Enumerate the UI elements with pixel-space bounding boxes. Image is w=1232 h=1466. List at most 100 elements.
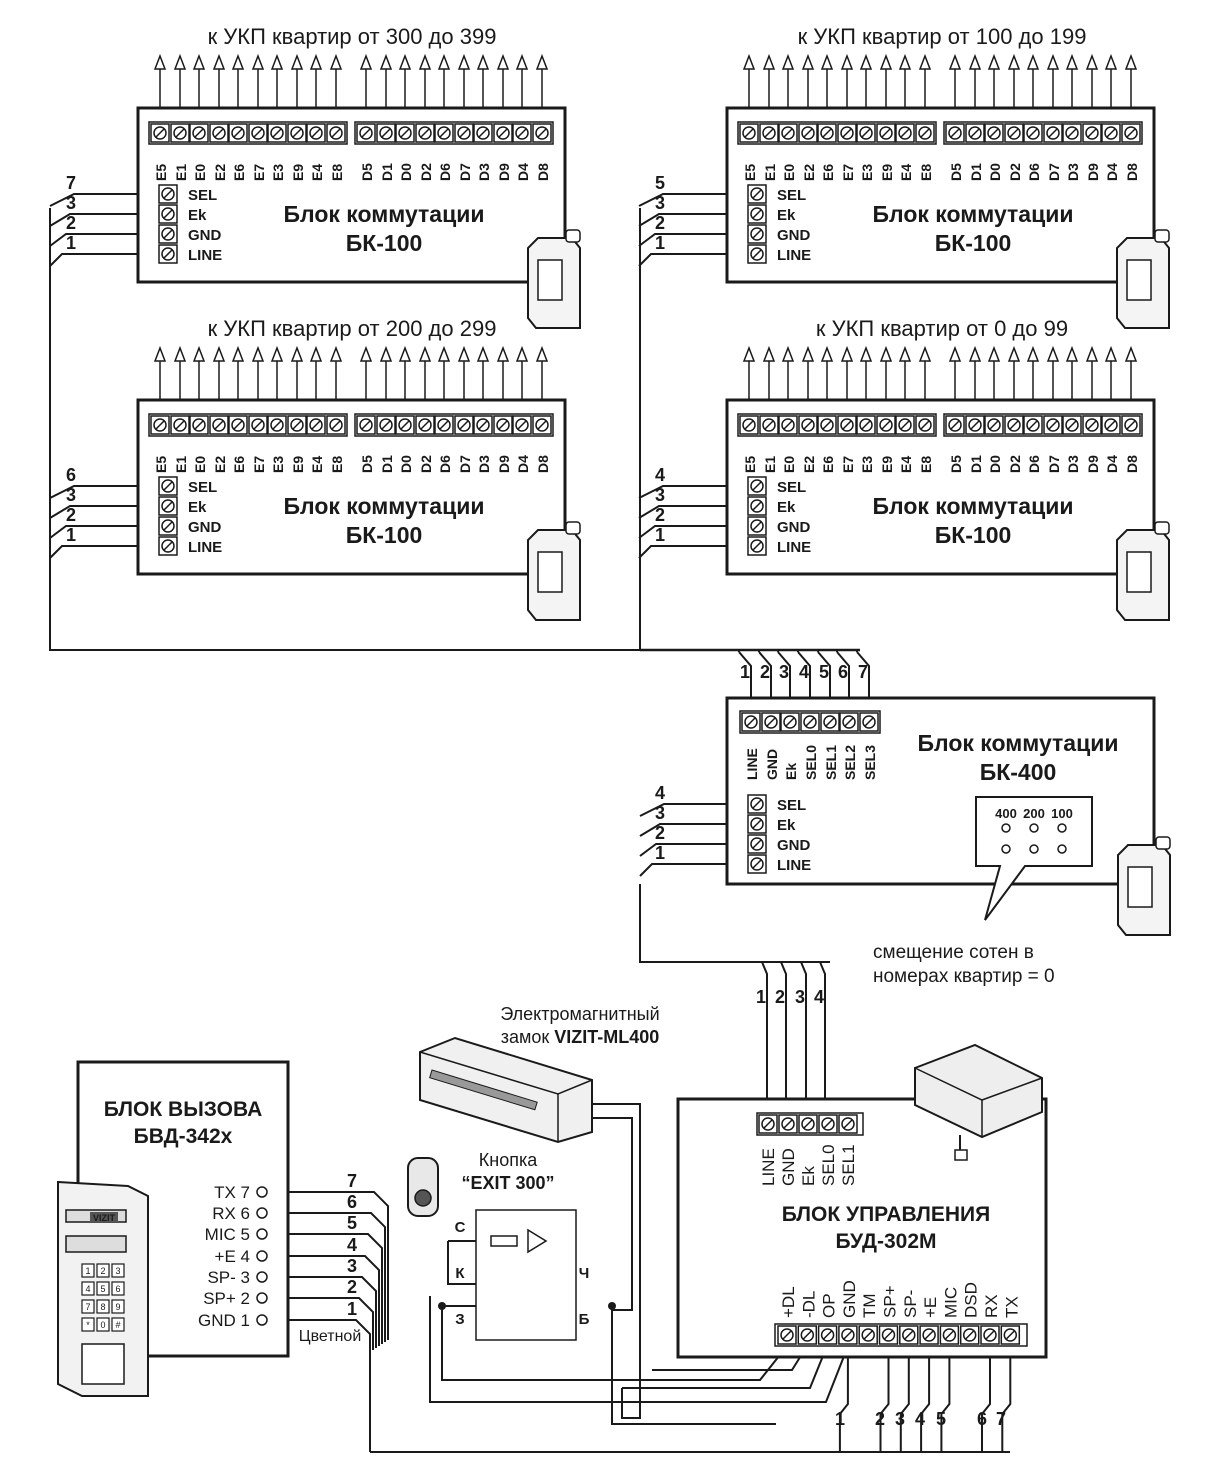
bvd-pin-icon (256, 1228, 268, 1240)
screw-slot (861, 420, 871, 430)
arrow-up-icon (379, 345, 393, 362)
bud-top-label: GND (779, 1148, 798, 1186)
side-terminal-label: SEL (188, 479, 217, 496)
arrow-up-icon (820, 345, 834, 362)
screw-slot (805, 717, 815, 727)
bk400-side-label: Ek (777, 817, 796, 834)
terminal-label-d: D1 (968, 455, 984, 473)
terminal-e (306, 415, 326, 435)
bud-wire-number: 6 (977, 1409, 987, 1429)
keypad-key-label: 2 (100, 1266, 105, 1276)
side-terminal-label: LINE (188, 247, 222, 264)
bk400-terminal-label: Ek (783, 763, 799, 780)
contact-label: Ч (579, 1265, 590, 1282)
bvd-wire (267, 1276, 377, 1348)
screw-slot (752, 541, 762, 551)
terminal-e (876, 415, 896, 435)
terminal-label-e: E8 (329, 456, 345, 473)
bk100-model: БК-100 (346, 230, 423, 256)
arrow-up-icon (781, 53, 795, 70)
trunk-number: 2 (775, 987, 785, 1007)
terminal-label-d: D2 (418, 455, 434, 473)
screw-slot (842, 420, 852, 430)
arrow-up-icon (212, 345, 226, 362)
bvd-wire-number: 1 (347, 1299, 357, 1319)
screw-slot (822, 128, 832, 138)
arrow-up-icon (231, 53, 245, 70)
bvd-wire (267, 1297, 374, 1350)
screw-slot (1067, 420, 1077, 430)
bud-bottom-label: -DL (799, 1291, 818, 1318)
bk400-terminal (800, 712, 820, 732)
bk100-title: к УКП квартир от 300 до 399 (208, 24, 497, 49)
side-terminal (158, 244, 178, 264)
bud-bottom-label: OP (820, 1293, 839, 1318)
terminal-d (473, 415, 493, 435)
screw-slot (459, 420, 469, 430)
terminal-d (493, 123, 513, 143)
screw-slot (764, 128, 774, 138)
screw-slot (1005, 1330, 1015, 1340)
terminal-e (287, 415, 307, 435)
bus-wire (49, 213, 159, 227)
arrow-up-icon (1104, 345, 1118, 362)
terminal-label-d: D6 (1026, 163, 1042, 181)
screw-slot (163, 481, 173, 491)
terminal-e (326, 123, 346, 143)
terminal-label-d: D4 (1104, 455, 1120, 473)
arrow-up-icon (879, 345, 893, 362)
lock-body (419, 1036, 593, 1144)
button-schematic-frame (475, 1209, 577, 1341)
terminal-label-e: E3 (270, 164, 286, 181)
wire-number: 3 (655, 485, 665, 505)
bk400-side-terminal (747, 854, 767, 874)
terminal-label-e: E0 (781, 456, 797, 473)
terminal-label-d: D0 (987, 163, 1003, 181)
screw-slot (194, 420, 204, 430)
arrow-up-icon (251, 345, 265, 362)
terminal-label-e: E2 (212, 456, 228, 473)
arrow-up-icon (418, 345, 432, 362)
screw-slot (331, 420, 341, 430)
arrow-up-icon (762, 345, 776, 362)
wire-number: 3 (66, 485, 76, 505)
arrow-up-icon (437, 53, 451, 70)
terminal-label-d: D9 (1085, 163, 1101, 181)
terminal-d (356, 123, 376, 143)
arrow-up-icon (437, 345, 451, 362)
button-knob (414, 1189, 432, 1207)
bvd-pin-label: GND 1 (198, 1311, 250, 1330)
bud-bottom-label: SP- (901, 1290, 920, 1318)
arrow-up-icon (270, 53, 284, 70)
bk400-wire-number: 6 (838, 662, 848, 682)
side-terminal (158, 536, 178, 556)
terminal-e (798, 123, 818, 143)
bud-top-label: SEL0 (819, 1144, 838, 1186)
screw-slot (965, 1330, 975, 1340)
terminal-label-e: E7 (840, 456, 856, 473)
screw-slot (517, 128, 527, 138)
terminal-label-d: D6 (1026, 455, 1042, 473)
wire-number: 1 (66, 525, 76, 545)
screw-slot (752, 229, 762, 239)
screw-slot (381, 420, 391, 430)
screw-slot (752, 839, 762, 849)
terminal-label-e: E6 (820, 456, 836, 473)
bud-bottom-terminal (959, 1325, 980, 1345)
terminal-e (228, 123, 248, 143)
side-terminal-label: SEL (777, 187, 806, 204)
side-terminal (747, 476, 767, 496)
bud-model: БУД-302М (835, 1230, 936, 1253)
terminal-d (1062, 123, 1082, 143)
bud-bottom-label: DSD (962, 1282, 981, 1318)
dip-label: 200 (1023, 806, 1045, 821)
screw-slot (537, 128, 547, 138)
terminal-label-e: E7 (251, 456, 267, 473)
bk100-name: Блок коммутации (872, 493, 1073, 519)
bk100-name: Блок коммутации (283, 201, 484, 227)
terminal-label-d: D7 (457, 455, 473, 473)
screw-slot (842, 128, 852, 138)
screw-slot (970, 420, 980, 430)
terminal-label-e: E0 (192, 164, 208, 181)
